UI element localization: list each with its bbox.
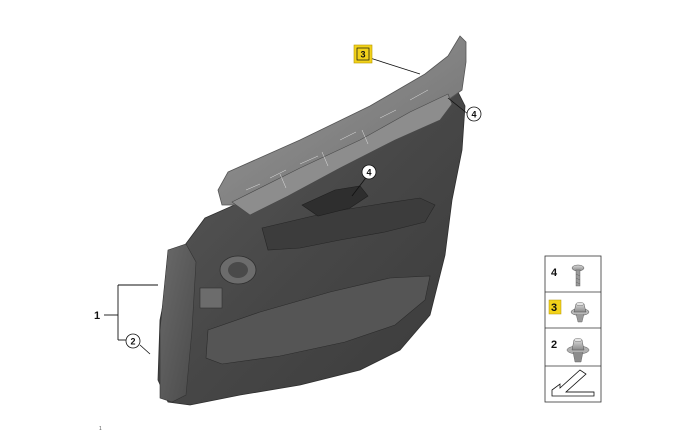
legend-row-rivet: 3 xyxy=(548,299,590,323)
svg-text:4: 4 xyxy=(471,110,476,120)
door-panel-left-edge xyxy=(159,243,197,403)
door-trim-panel xyxy=(157,35,467,406)
arrow-direction-icon xyxy=(551,369,595,397)
corner-mark: 1 xyxy=(99,426,102,432)
legend-row-clip: 2 xyxy=(551,338,590,363)
door-panel-frame-ribs xyxy=(245,89,429,191)
legend-row-screw: 4 xyxy=(551,264,585,287)
svg-text:4: 4 xyxy=(551,267,558,279)
svg-text:2: 2 xyxy=(130,337,135,347)
svg-text:2: 2 xyxy=(551,339,557,351)
door-panel-handle-recess xyxy=(301,185,369,217)
door-panel-speaker-inner xyxy=(228,262,248,278)
door-panel-armrest xyxy=(261,197,436,251)
parts-legend: 4 3 2 xyxy=(544,255,602,403)
door-panel-frame-mesh xyxy=(231,93,453,216)
screw-icon xyxy=(571,264,585,287)
svg-text:4: 4 xyxy=(366,168,371,178)
callout-leaders xyxy=(139,57,469,355)
door-panel-map-pocket xyxy=(205,275,431,365)
svg-text:3: 3 xyxy=(360,50,365,60)
callout-1-label: 1 xyxy=(94,310,100,322)
callout-4-upper: 4 xyxy=(466,106,482,122)
push-clip-icon xyxy=(566,338,590,363)
door-panel-top-rail xyxy=(217,35,467,206)
expanding-rivet-icon xyxy=(570,302,590,323)
callout-3-highlighted: 3 xyxy=(353,44,373,64)
callout-2: 2 xyxy=(125,333,141,349)
assembly-bracket xyxy=(104,284,158,341)
svg-text:3: 3 xyxy=(551,302,557,314)
door-panel-lock-opening xyxy=(199,287,223,309)
callout-4-handle: 4 xyxy=(361,164,377,180)
